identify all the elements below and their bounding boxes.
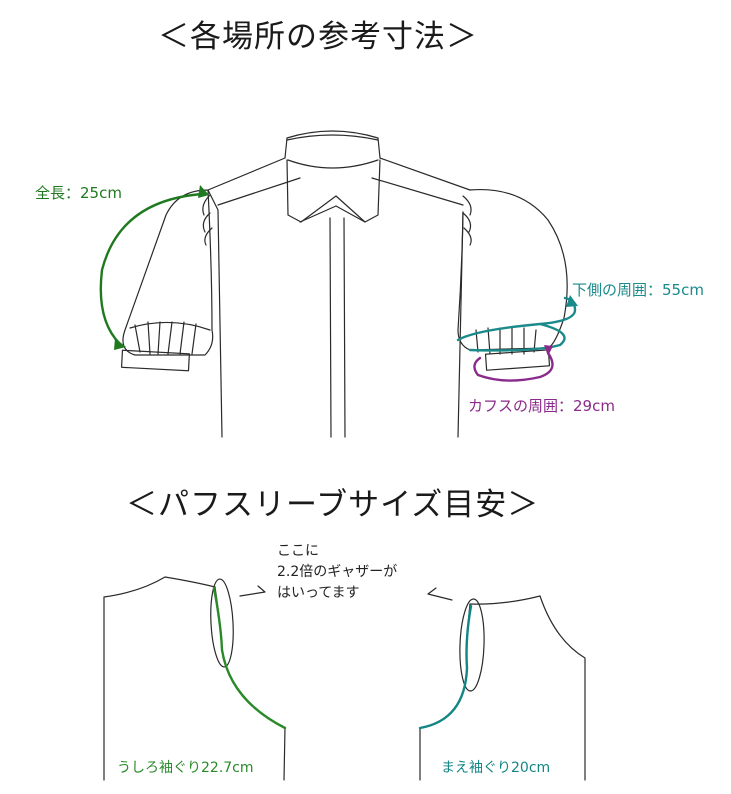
front-armhole-label: まえ袖ぐり20cm xyxy=(441,760,551,776)
left-sleeve-gather-top xyxy=(202,194,213,246)
front-bodice-outline xyxy=(469,595,586,781)
right-sleeve-gather-top xyxy=(462,195,472,246)
collar-right xyxy=(335,159,381,223)
note-pointer-left xyxy=(239,585,266,597)
right-sleeve-outline xyxy=(457,188,568,351)
lower-circumference-arc xyxy=(456,296,577,352)
left-cuff xyxy=(120,349,190,372)
collar-base xyxy=(299,205,366,223)
blouse-body-outline xyxy=(207,157,471,438)
length-arrow-top xyxy=(198,185,209,198)
left-sleeve-hem xyxy=(129,321,211,331)
cuff-circ-arrow xyxy=(544,345,553,356)
collar-neckline xyxy=(287,159,379,169)
length-arrow-bottom xyxy=(114,338,126,350)
front-gather-marker xyxy=(459,598,485,692)
note-pointer-right xyxy=(427,587,453,601)
back-armhole-label: うしろ袖ぐり22.7cm xyxy=(117,760,254,776)
blouse-inner-panel-left xyxy=(217,177,301,206)
gather-note-line3: はいってます xyxy=(277,585,360,601)
back-bodice-outline xyxy=(103,576,216,781)
left-sleeve-outline xyxy=(122,189,214,356)
section-title-puff-sleeve-size: ＜パフスリーブサイズ目安＞ xyxy=(126,487,540,523)
collar-band-inner xyxy=(286,134,379,141)
right-cuff xyxy=(484,349,551,371)
placket-right-line xyxy=(343,217,346,438)
gather-note-line1: ここに xyxy=(277,543,319,559)
blouse-inner-panel-right xyxy=(371,177,464,206)
lower-circumference-label: 下側の周囲：55cm xyxy=(572,281,704,299)
lower-circ-arrow xyxy=(566,295,578,307)
collar-band xyxy=(284,130,381,159)
section-title-reference-measurements: ＜各場所の参考寸法＞ xyxy=(158,19,478,55)
back-gather-marker xyxy=(210,578,234,668)
front-armhole-colored xyxy=(418,604,473,730)
back-armhole-colored xyxy=(212,586,287,730)
left-sleeve-gathers-bottom xyxy=(134,321,197,355)
collar-left xyxy=(286,159,337,223)
gather-note-line2: 2.2倍のギャザーが xyxy=(277,564,398,580)
right-sleeve-gathers-bottom xyxy=(475,327,537,355)
cuff-circumference-arc xyxy=(473,351,554,382)
length-label: 全長：25cm xyxy=(35,184,122,202)
cuff-circumference-label: カフスの周囲：29cm xyxy=(468,397,615,415)
length-arc xyxy=(99,192,205,346)
placket-left-line xyxy=(329,217,332,438)
